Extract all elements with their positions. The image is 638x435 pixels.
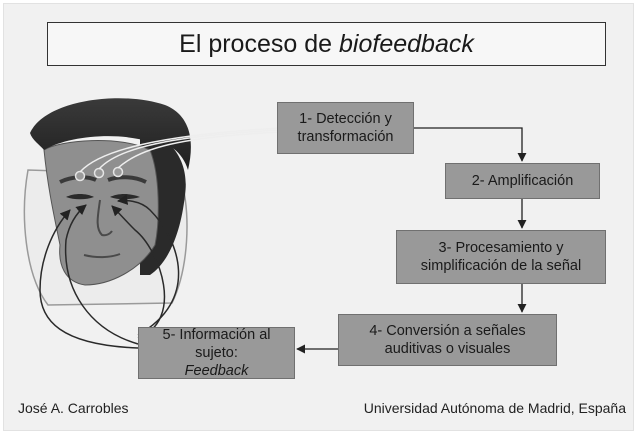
left-eye xyxy=(66,194,94,200)
electrode-1 xyxy=(74,170,86,182)
feedback-line-left xyxy=(39,209,139,349)
step-2-line-1: 2- Amplificación xyxy=(471,173,574,189)
title-text: El proceso de xyxy=(179,29,333,58)
electrode-wire-2 xyxy=(98,129,281,170)
step-1-detection: 1- Detección y transformación xyxy=(277,102,414,154)
nose xyxy=(96,199,113,237)
step-4-conversion: 4- Conversión a señales auditivas o visu… xyxy=(338,314,557,366)
feedback-line-far xyxy=(116,194,180,336)
arrow-1-to-2 xyxy=(414,127,527,162)
footer-author: José A. Carrobles xyxy=(18,400,129,416)
mouth xyxy=(83,253,121,259)
step-4-line-2: auditivas o visuales xyxy=(384,341,511,357)
step-5-line-1: 5- Información al xyxy=(162,327,271,343)
right-brow xyxy=(107,175,147,184)
footer-institution: Universidad Autónoma de Madrid, España xyxy=(363,400,626,416)
step-1-line-1: 1- Detección y xyxy=(299,111,392,127)
step-3-processing: 3- Procesamiento y simplificación de la … xyxy=(396,230,606,284)
step-3-line-2: simplificación de la señal xyxy=(420,258,582,274)
step-5-line-2-prefix: sujeto: xyxy=(195,345,238,361)
step-5-feedback: 5- Información al sujeto: Feedback xyxy=(138,327,295,379)
hair xyxy=(30,98,191,170)
head-illustration xyxy=(23,98,281,306)
electrode-3 xyxy=(112,166,124,178)
electrode-wire-1 xyxy=(79,127,281,173)
step-4-line-1: 4- Conversión a señales xyxy=(369,323,526,339)
step-5-line-2: sujeto: Feedback xyxy=(163,344,271,380)
step-3-line-1: 3- Procesamiento y xyxy=(438,240,564,256)
step-2-amplification: 2- Amplificación xyxy=(445,163,600,199)
feedback-line-right xyxy=(111,205,166,339)
step-1-line-2: transformación xyxy=(297,129,394,145)
electrode-2 xyxy=(93,167,105,179)
title-emphasis: biofeedback xyxy=(339,29,474,58)
step-5-feedback-word: Feedback xyxy=(184,363,249,379)
feedback-line-center xyxy=(64,204,139,345)
slide-title: El proceso de biofeedback xyxy=(47,22,606,66)
electrode-wire-3 xyxy=(117,131,281,169)
